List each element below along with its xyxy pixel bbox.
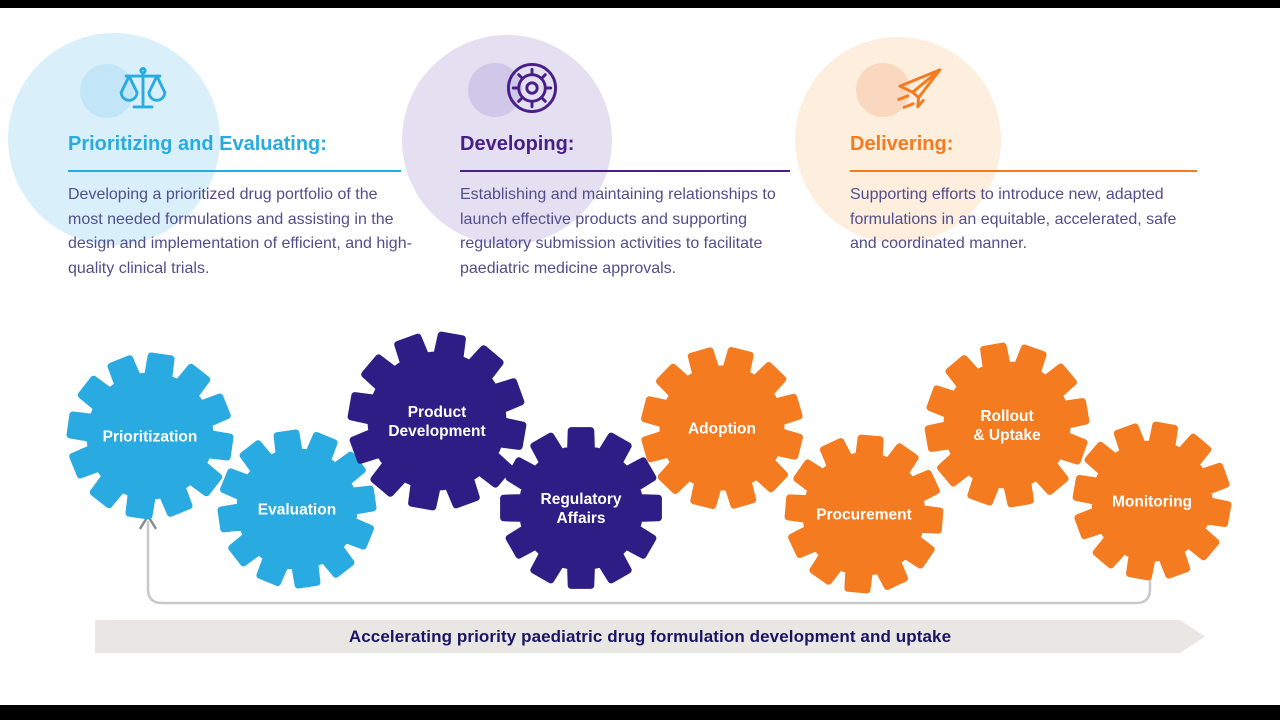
phase-description: Supporting efforts to introduce new, ada…: [850, 186, 1177, 252]
letterbox-top: [0, 0, 1280, 8]
phase-description: Establishing and maintaining relationshi…: [460, 186, 776, 277]
heading-rule: [850, 170, 1197, 172]
paper-plane-icon: [889, 59, 947, 117]
letterbox-bottom: [0, 705, 1280, 720]
phase-heading: Developing:: [460, 133, 575, 155]
gear-label: Rollout& Uptake: [973, 408, 1041, 444]
gear-procurement: Procurement: [784, 434, 944, 594]
heading-rule: [460, 170, 790, 172]
scales-icon: [114, 61, 172, 119]
heading-rule: [68, 170, 401, 172]
phase-heading: Delivering:: [850, 133, 954, 155]
gear-label: Monitoring: [1112, 494, 1192, 511]
gear-label: Evaluation: [258, 502, 336, 519]
process-banner: Accelerating priority paediatric drug fo…: [95, 620, 1205, 653]
phase-heading: Prioritizing and Evaluating:: [68, 133, 327, 155]
gear-evaluation: Evaluation: [217, 429, 377, 589]
phase-description: Developing a prioritized drug portfolio …: [68, 186, 412, 277]
gear-prioritization: Prioritization: [66, 352, 234, 520]
gear-label: Prioritization: [103, 429, 198, 446]
gear-label: Procurement: [816, 507, 912, 524]
gear-label: Adoption: [688, 421, 756, 438]
gear-adoption: Adoption: [641, 347, 803, 509]
gear-icon: [503, 59, 561, 117]
gear-monitoring: Monitoring: [1072, 421, 1232, 581]
gear-rollout-uptake: Rollout& Uptake: [924, 342, 1090, 508]
icon-bubble: [80, 64, 134, 118]
feedback-loop-line: [146, 520, 1152, 605]
banner-label: Accelerating priority paediatric drug fo…: [348, 626, 952, 646]
icon-bubble: [856, 63, 910, 117]
